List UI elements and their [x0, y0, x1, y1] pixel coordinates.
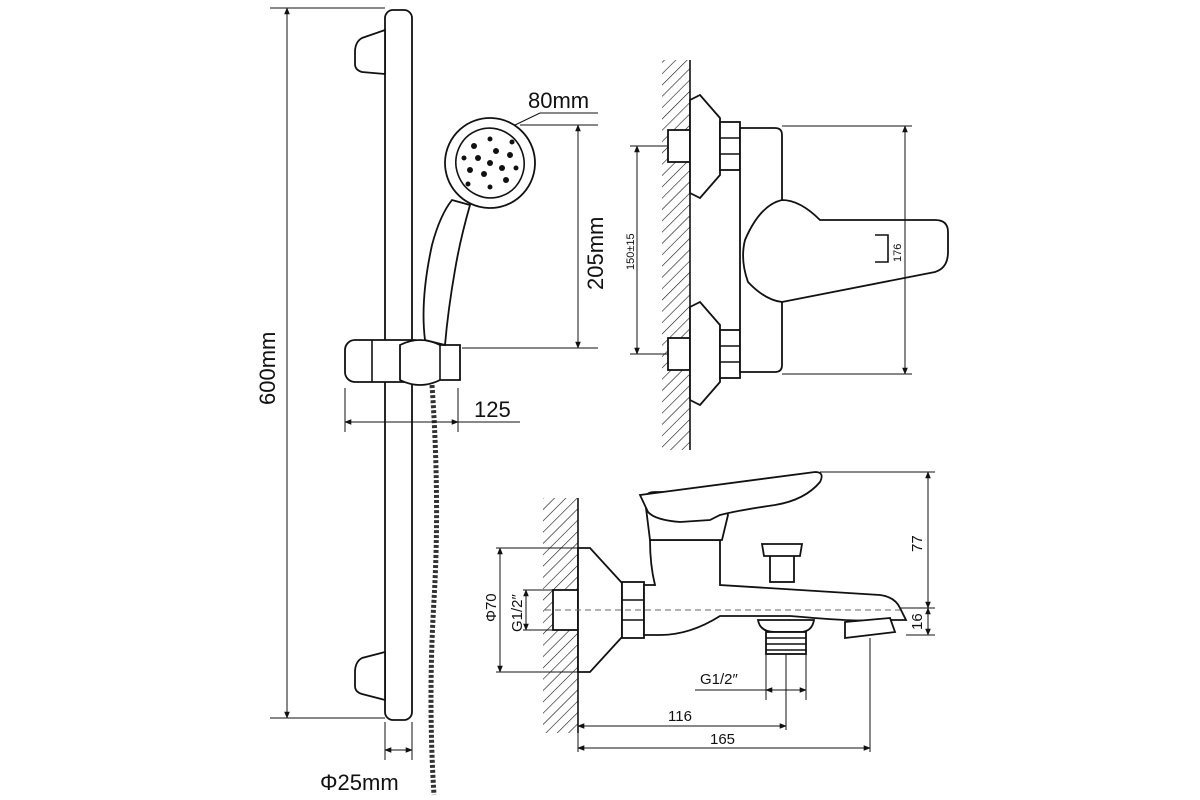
dim-bar-diameter: Φ25mm	[320, 770, 399, 795]
mixer-side-view: Φ70 G1/2″ G1/2″ 77 16 116 165	[483, 471, 935, 752]
bottom-bracket	[354, 650, 386, 702]
mixer-top-view: 150±15 176	[625, 60, 949, 450]
dim-spout-reach-short: 116	[668, 708, 692, 725]
dim-flange-diameter: Φ70	[483, 593, 500, 622]
shower-rail-set: 80mm 205mm 125 600mm Φ25mm	[255, 7, 608, 796]
dim-spout-reach-long: 165	[710, 731, 735, 748]
hand-shower-clip	[399, 339, 461, 386]
spray-nozzles	[461, 136, 519, 190]
dim-wall-spacing: 150±15	[625, 233, 637, 270]
dim-head-height: 205mm	[583, 217, 608, 290]
hand-shower-handle	[422, 198, 472, 347]
wall-hatch-top	[662, 60, 690, 450]
shower-hose	[428, 384, 440, 796]
dim-head-diameter: 80mm	[528, 88, 589, 113]
top-bracket	[354, 28, 386, 75]
lower-flange	[689, 300, 721, 407]
dim-inlet-thread: G1/2″	[509, 593, 526, 632]
dim-outlet-thread: G1/2″	[700, 671, 739, 688]
mixer-lever	[638, 471, 823, 523]
upper-flange	[689, 93, 721, 200]
dim-spout-height: 16	[909, 613, 926, 630]
dim-lever-height: 77	[909, 535, 926, 552]
dim-bar-length: 600mm	[255, 332, 280, 405]
dim-mixer-height: 176	[892, 244, 904, 262]
spout-top	[742, 199, 949, 303]
dim-holder-offset: 125	[474, 397, 511, 422]
